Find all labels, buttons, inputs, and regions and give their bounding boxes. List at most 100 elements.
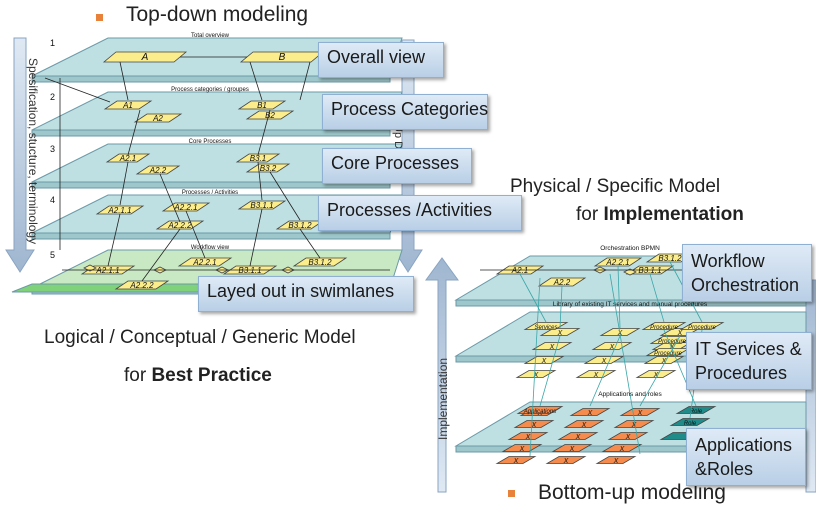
node-r3-2-0 [507, 432, 549, 440]
node-r3-role2-label: Role [684, 421, 697, 427]
layer-2-title: Process categories / groupes [171, 87, 249, 93]
node-r3-4-0 [495, 456, 537, 464]
layer-5-number: 5 [50, 250, 55, 260]
node-r2-2-1-label: X [601, 358, 607, 365]
node-r2-3-2-label: X [653, 372, 659, 379]
node-r2-services-label: Services [534, 325, 557, 331]
left-vertical-label: Spesification, stucture, terminology [26, 58, 40, 245]
link-left-2 [249, 61, 263, 101]
left-model-line2-bold: Best Practice [151, 365, 272, 386]
callout-swimlanes: Layed out in swimlanes [198, 276, 414, 312]
callout-it-services: IT Services & Procedures [686, 332, 812, 390]
node-r2-proc4 [645, 348, 691, 356]
node-l4-a211 [95, 205, 145, 215]
node-l2-b2 [245, 110, 295, 120]
down-arrow-left [5, 37, 35, 273]
node-l4-b311-label: B3.1.1 [250, 201, 273, 210]
node-r3-4-2 [595, 456, 637, 464]
link-left-4 [127, 109, 141, 156]
node-l5-b312 [292, 257, 348, 267]
link-left-6 [119, 161, 129, 206]
link-left-9 [269, 171, 301, 221]
node-l3-a21 [105, 153, 151, 163]
node-r3-1-0 [513, 420, 555, 428]
node-r2-proc3-label: Procedure [658, 339, 686, 345]
node-r3-2-0-label: X [525, 434, 531, 441]
node-r3-3-2-label: X [619, 446, 625, 453]
node-r2-2-1 [583, 356, 625, 364]
link-right-10 [609, 273, 641, 455]
node-r2-proc4-label: Procedure [654, 351, 682, 357]
node-r2-0-2-label: X [677, 330, 683, 337]
node-l4-a211-label: A2.1.1 [107, 206, 131, 215]
node-r3-1-2 [613, 420, 655, 428]
node-l4-b311 [237, 200, 287, 210]
node-l5-b311-label: B3.1.1 [238, 266, 261, 275]
node-r2-3-1 [575, 370, 617, 378]
callout-applications-roles: Applications &Roles [686, 428, 806, 486]
left-model-line2-prefix: for [124, 365, 152, 386]
layer-2-edge [31, 129, 391, 137]
right-vertical-label: Implementation [436, 357, 450, 440]
node-r3-1-1-label: X [581, 422, 587, 429]
node-l2-a2 [133, 113, 183, 123]
right-model-line2: for Implementation [576, 204, 744, 226]
link-right-11 [529, 277, 541, 457]
node-l1-b-label: B [279, 52, 286, 63]
link-left-0 [44, 77, 111, 103]
top-heading: Top-down modeling [126, 3, 309, 26]
node-r2-3-0 [515, 370, 557, 378]
layer-5-title: Workflow view [191, 245, 230, 251]
node-l3-a21-label: A2.1 [119, 154, 136, 163]
node-r3-role1 [675, 406, 717, 414]
node-r3-3-2 [601, 444, 643, 452]
node-l4-a221-label: A2.2.1 [173, 203, 197, 212]
node-l2-a1 [103, 100, 153, 110]
layer-1-number: 1 [50, 38, 55, 48]
node-r3-2-1 [557, 432, 599, 440]
node-l5-a221-label: A2.2.1 [192, 258, 216, 267]
node-r2-3-2 [635, 370, 677, 378]
node-r1-a221 [593, 257, 643, 267]
node-r2-0-0 [539, 328, 581, 336]
node-l2-a2-label: A2 [152, 114, 163, 123]
callout-process-categories: Process Categories [322, 94, 488, 130]
r-layer-1-title: Orchestration BPMN [600, 245, 660, 252]
node-r3-applications-label: Applications [523, 409, 556, 415]
right-model-line2-bold: Implementation [603, 204, 744, 225]
node-r3-0-2-label: X [637, 410, 643, 417]
link-right-8 [663, 329, 697, 407]
link-left-1 [119, 61, 129, 101]
node-l3-b32-label: B3.2 [260, 164, 277, 173]
right-model-line2-prefix: for [576, 204, 604, 225]
node-l1-b [239, 51, 325, 63]
link-right-7 [639, 335, 681, 407]
node-r3-role1-label: Role [690, 409, 703, 415]
left-model-line1: Logical / Conceptual / Generic Model [44, 327, 356, 348]
node-r3-4-1-label: X [563, 458, 569, 465]
layer-4-edge [31, 232, 391, 240]
node-r2-proc1 [641, 322, 687, 330]
node-r1-a22-label: A2.2 [553, 278, 571, 287]
node-r2-1-1-label: X [609, 344, 615, 351]
node-r2-1-0-label: X [549, 344, 555, 351]
link-left-10 [107, 213, 121, 267]
layer-1-title: Total overview [191, 33, 230, 39]
layer-4-title: Processes / Activities [182, 190, 238, 196]
link-left-8 [257, 161, 263, 201]
node-r1-a22 [537, 277, 587, 287]
layer-4-number: 4 [50, 195, 55, 205]
node-r3-4-1 [545, 456, 587, 464]
callout-core-processes: Core Processes [322, 148, 472, 184]
node-r3-3-0-label: X [519, 446, 525, 453]
callout-overall-view: Overall view [318, 42, 444, 78]
node-r2-2-2-label: X [661, 358, 667, 365]
up-arrow-implementation [425, 257, 459, 493]
link-left-11 [185, 210, 206, 259]
node-r3-1-2-label: X [631, 422, 637, 429]
node-l5-a221 [177, 257, 233, 267]
link-right-5 [539, 335, 561, 407]
link-left-3 [299, 61, 311, 101]
node-r3-3-1 [551, 444, 593, 452]
